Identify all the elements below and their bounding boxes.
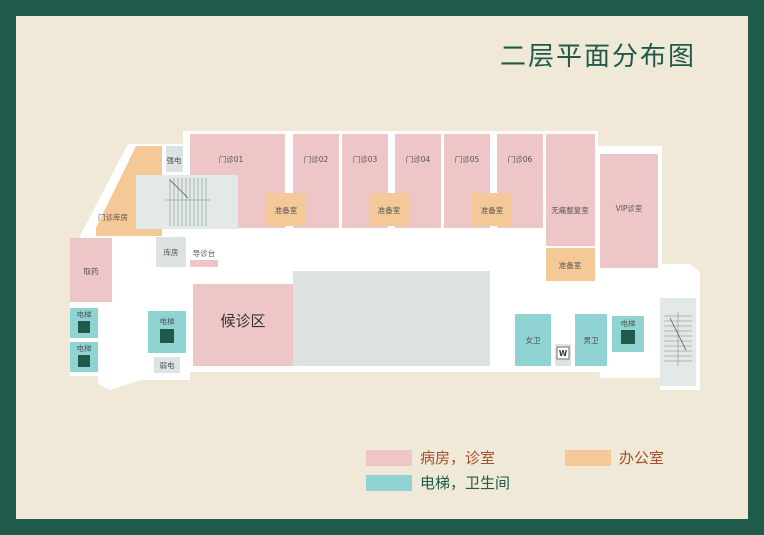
storage-label: 库房 <box>164 247 179 257</box>
w-sign-box <box>556 346 570 360</box>
legend-label-ward: 病房，诊室 <box>420 449 496 467</box>
legend-item-elevator: 电梯，卫生间 <box>366 472 510 493</box>
clinic-02-label: 门诊02 <box>304 154 329 164</box>
legend-item-ward: 病房，诊室 <box>366 447 495 468</box>
vip-clinic-room[interactable] <box>600 154 658 268</box>
waiting-area-label: 候诊区 <box>220 312 265 330</box>
strong-current-label: 强电 <box>167 155 182 165</box>
legend-swatch-elevator <box>366 474 412 491</box>
prep-room-2[interactable] <box>369 193 409 226</box>
legend-label-office: 办公室 <box>619 449 665 467</box>
guide-desk[interactable] <box>190 260 218 267</box>
legend-swatch-ward <box>366 449 412 466</box>
clinic-04-label: 门诊04 <box>406 154 431 164</box>
atrium-void <box>293 271 490 366</box>
waiting-area[interactable] <box>193 284 293 366</box>
male-wc-label: 男卫 <box>584 336 599 345</box>
prep-room-1[interactable] <box>266 193 306 226</box>
prep-room-3[interactable] <box>472 193 512 226</box>
elevator-icon <box>621 330 635 344</box>
left-wing: 门诊库房 强电 取药 库房 导诊台 电梯 电梯 电梯 弱电 <box>70 146 238 373</box>
vip-clinic-label: VIP诊室 <box>616 203 643 213</box>
pharmacy-room[interactable] <box>70 238 112 302</box>
stairs-right-icon <box>664 312 692 366</box>
elevator-icon <box>78 321 90 333</box>
pharmacy-label: 取药 <box>84 266 99 276</box>
clinic-03-label: 门诊03 <box>353 154 378 164</box>
stairs-top-icon <box>165 178 210 226</box>
legend-swatch-office <box>565 449 611 466</box>
central-area: 候诊区 <box>193 271 490 366</box>
sterile-recovery-label: 无痛整复室 <box>551 205 589 215</box>
clinic-06-label: 门诊06 <box>508 154 533 164</box>
elevator-left-1-label: 电梯 <box>77 309 92 319</box>
weak-current-label: 弱电 <box>160 360 175 370</box>
male-wc[interactable] <box>575 314 607 366</box>
female-wc-label: 女卫 <box>526 335 541 345</box>
prep-room-1-label: 准备室 <box>275 205 298 215</box>
page-title: 二层平面分布图 <box>500 42 697 72</box>
elevator-left-2-label: 电梯 <box>77 343 92 353</box>
prep-room-2-label: 准备室 <box>378 205 401 215</box>
sterile-recovery-room[interactable] <box>546 134 595 246</box>
weak-current-room[interactable] <box>154 357 180 373</box>
female-wc[interactable] <box>515 314 551 366</box>
prep-room-4-label: 准备室 <box>559 260 582 270</box>
stairwell-top <box>136 175 238 229</box>
legend-item-office: 办公室 <box>565 447 664 468</box>
clinic-05-label: 门诊05 <box>455 154 480 164</box>
strong-current-room[interactable] <box>166 146 183 172</box>
legend-label-elevator: 电梯，卫生间 <box>420 474 511 492</box>
storage-room[interactable] <box>156 237 186 267</box>
elevator-icon <box>78 355 90 367</box>
elevator-right-label: 电梯 <box>621 318 636 328</box>
guide-desk-label: 导诊台 <box>193 248 216 258</box>
prep-room-4[interactable] <box>546 248 595 281</box>
elevator-icon <box>160 329 174 343</box>
clinic-01-label: 门诊01 <box>219 154 244 164</box>
elevator-center-label: 电梯 <box>160 316 175 326</box>
right-wing: 女卫 W 男卫 电梯 <box>515 298 696 386</box>
clinic-storage-label: 门诊库房 <box>98 212 128 222</box>
prep-room-3-label: 准备室 <box>481 205 504 215</box>
w-sign-label: W <box>559 349 568 358</box>
